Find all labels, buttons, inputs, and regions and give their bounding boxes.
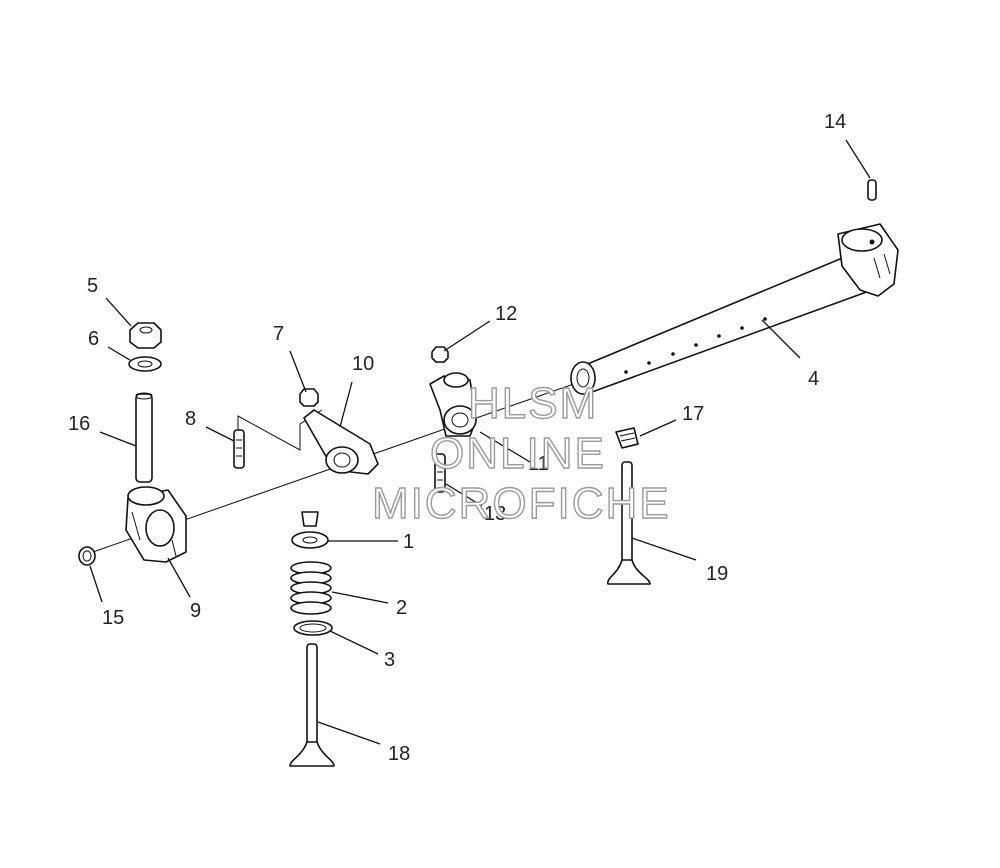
part-spring-2 <box>290 561 332 615</box>
callout-3: 3 <box>384 649 395 671</box>
part-retainer-1 <box>291 511 329 549</box>
watermark-line-2: ONLINE <box>430 429 606 478</box>
part-rocker-shaft <box>570 253 873 395</box>
callout-2: 2 <box>396 597 407 619</box>
part-nut-7 <box>299 388 319 407</box>
part-washer-6 <box>128 356 162 372</box>
callout-7: 7 <box>273 323 284 345</box>
part-right-pedestal <box>837 223 899 297</box>
callout-14: 14 <box>824 111 846 133</box>
callout-1: 1 <box>403 531 414 553</box>
callout-5: 5 <box>87 275 98 297</box>
callout-6: 6 <box>88 328 99 350</box>
watermark-line-1: HLSM <box>468 379 598 428</box>
part-plug-15 <box>78 546 96 566</box>
callout-10: 10 <box>352 353 374 375</box>
callout-17: 17 <box>682 403 704 425</box>
part-adjust-screw-8 <box>233 429 245 469</box>
part-spring-seat-3 <box>293 620 333 636</box>
callout-19: 19 <box>706 563 728 585</box>
callout-11: 11 <box>528 453 549 475</box>
callout-18: 18 <box>388 743 410 765</box>
callout-leader-lines <box>89 139 871 745</box>
part-left-pedestal <box>125 486 187 563</box>
part-rocker-arm-10 <box>303 409 379 475</box>
callout-12: 12 <box>495 303 517 325</box>
callout-15: 15 <box>102 607 124 629</box>
part-keeper-17 <box>615 427 639 449</box>
part-valve-18 <box>289 643 335 767</box>
callout-9: 9 <box>190 600 201 622</box>
callout-13: 13 <box>484 503 506 525</box>
callout-8: 8 <box>185 408 196 430</box>
part-adjust-screw-13 <box>434 453 446 493</box>
part-rocker-arm-11 <box>429 372 477 437</box>
part-nut-5 <box>129 322 162 349</box>
watermark-line-3: MICROFICHE <box>372 479 671 528</box>
callout-16: 16 <box>68 413 90 435</box>
part-valve-19 <box>607 461 651 585</box>
part-pin-14 <box>867 179 877 201</box>
part-stud-16 <box>135 392 153 483</box>
callout-4: 4 <box>808 368 819 390</box>
